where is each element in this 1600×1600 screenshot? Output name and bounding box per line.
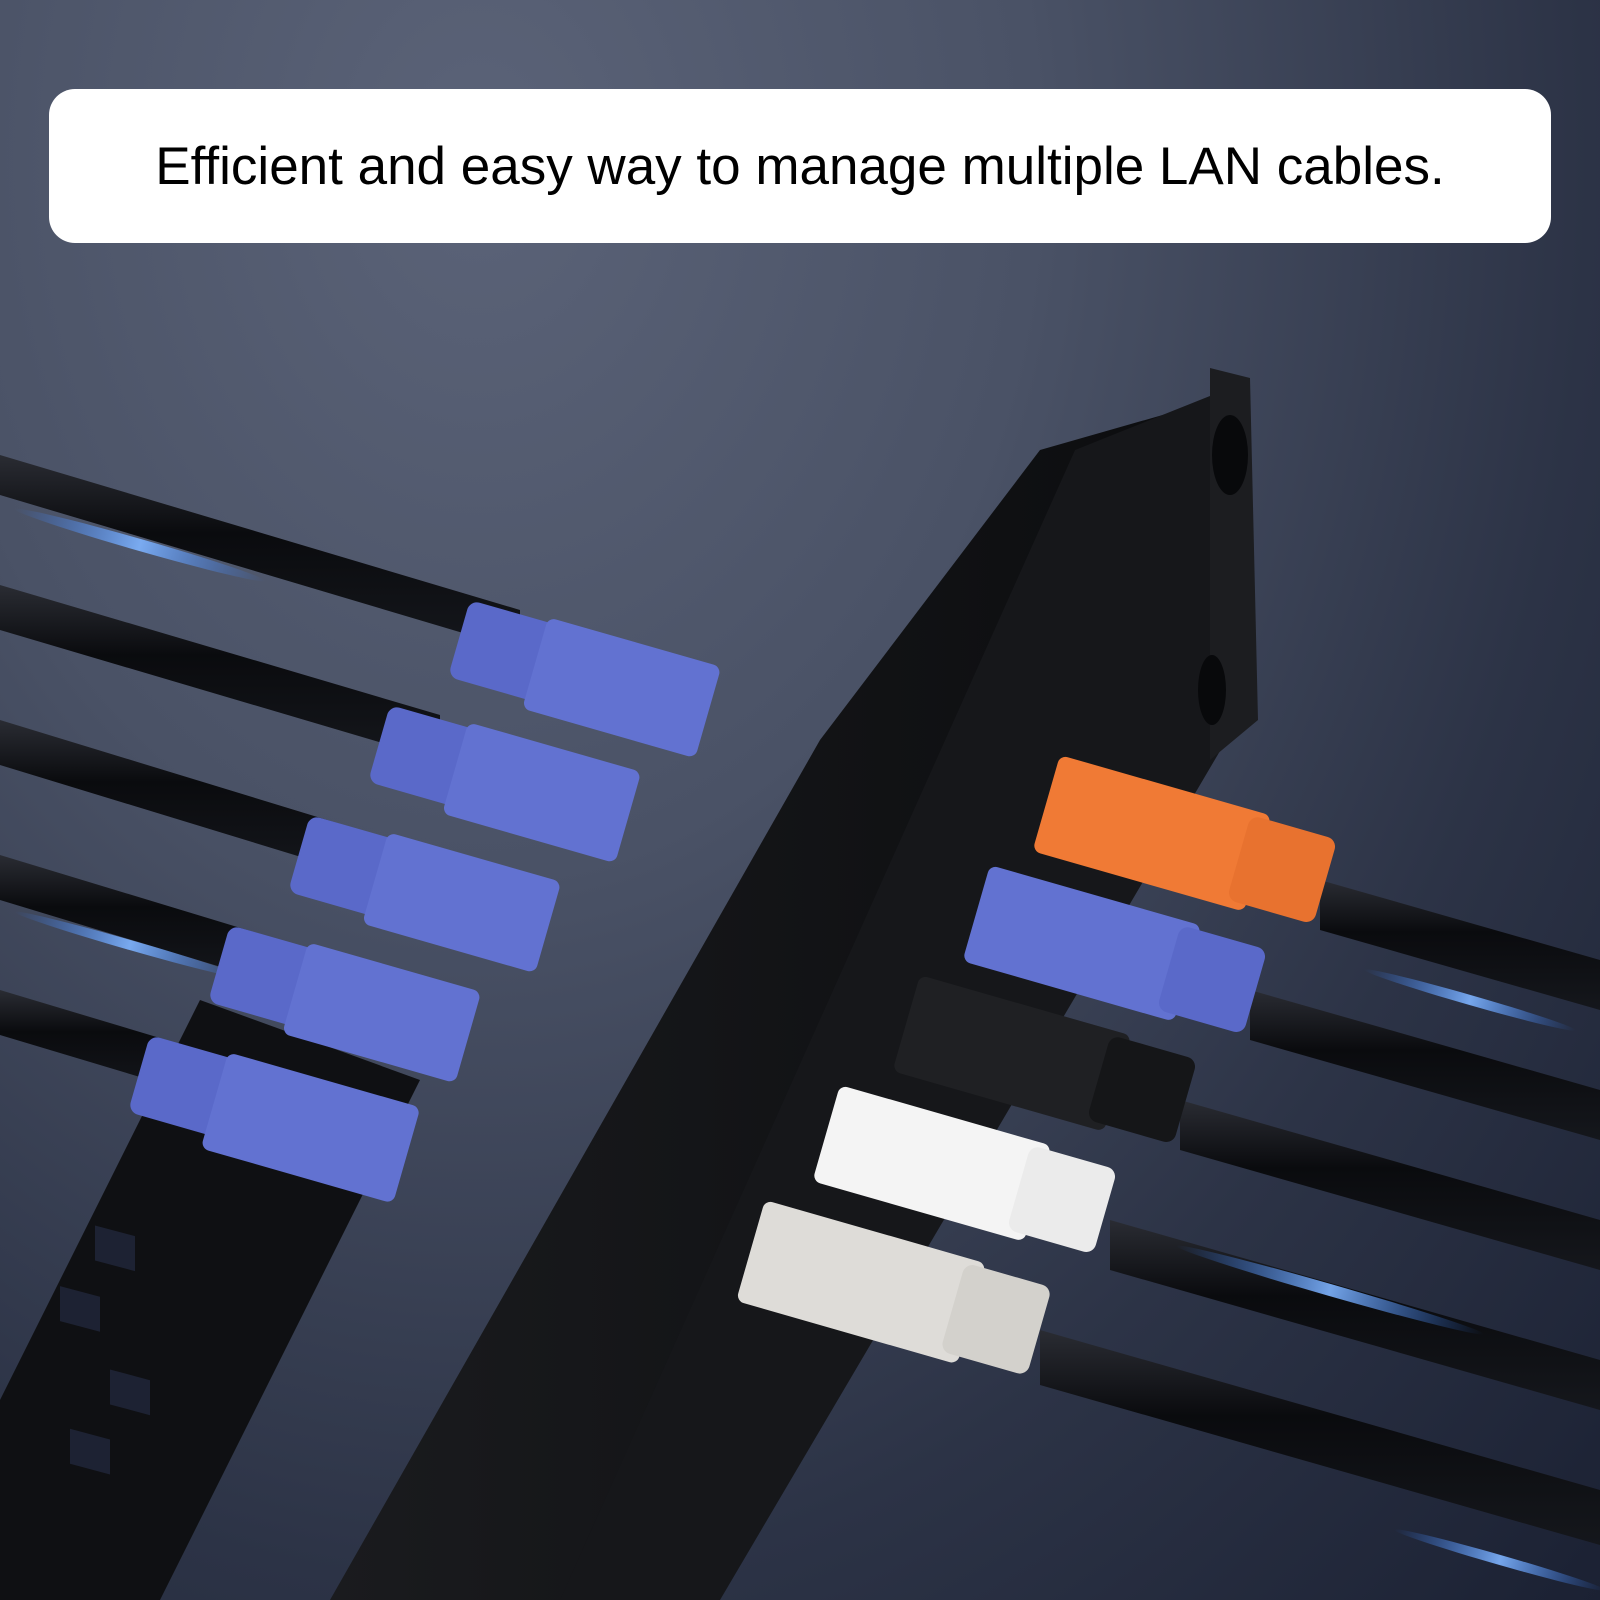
panel-front-face <box>560 380 1250 1600</box>
right-cables <box>1040 880 1600 1591</box>
caption-banner: Efficient and easy way to manage multipl… <box>49 89 1551 243</box>
rail-holes <box>60 1225 150 1475</box>
mount-hole-bottom <box>1198 655 1226 725</box>
mount-hole-top <box>1212 415 1248 495</box>
left-connectors <box>130 602 720 1202</box>
left-cables <box>0 455 520 1095</box>
caption-text: Efficient and easy way to manage multipl… <box>155 136 1445 196</box>
right-connectors <box>737 756 1336 1374</box>
